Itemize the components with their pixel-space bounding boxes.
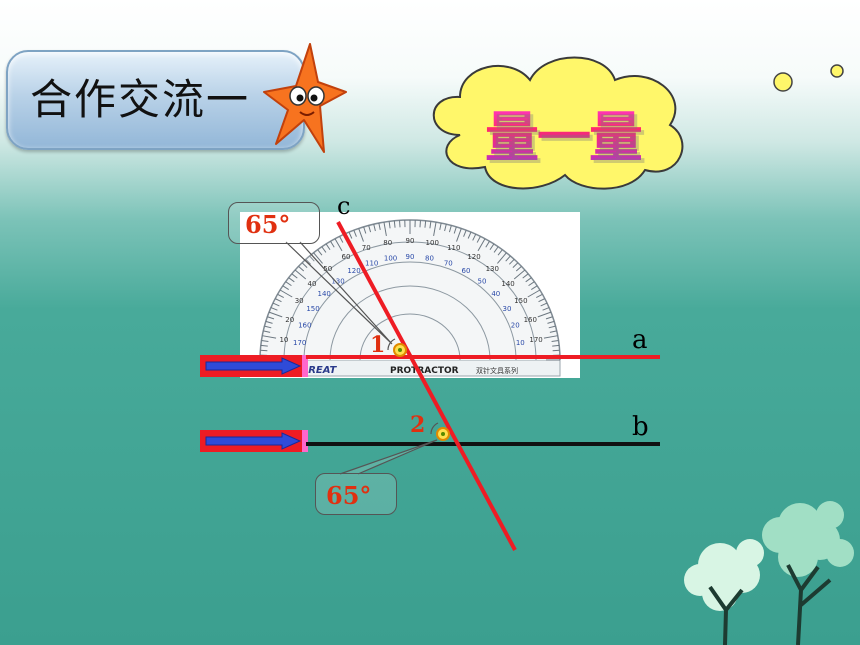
protractor-inner-tick-label: 130 <box>331 277 344 285</box>
protractor-outer-tick-label: 130 <box>486 265 499 273</box>
protractor-inner-tick-label: 120 <box>347 267 360 275</box>
protractor-outer-tick-label: 40 <box>307 280 316 288</box>
protractor-outer-tick-label: 60 <box>342 253 351 261</box>
label-a: a <box>632 325 648 355</box>
protractor-inner-tick-label: 10 <box>516 339 525 347</box>
cloud-text: 量一量 <box>485 93 643 172</box>
arrow-block-b <box>200 430 308 452</box>
protractor-inner-tick-label: 80 <box>425 255 434 263</box>
protractor-inner-tick-label: 50 <box>478 277 487 285</box>
protractor-outer-tick-label: 80 <box>383 239 392 247</box>
protractor-inner-tick-label: 160 <box>298 321 311 329</box>
protractor-name: PROTRACTOR <box>390 366 459 376</box>
protractor-outer-tick-label: 30 <box>295 297 304 305</box>
protractor-inner-tick-label: 90 <box>406 253 415 261</box>
protractor-outer-tick-label: 160 <box>524 316 537 324</box>
callout-bottom <box>315 473 397 515</box>
starfish-icon <box>263 43 347 153</box>
protractor-brand: GREAT <box>300 365 338 376</box>
callout-pointer-bottom <box>339 439 438 475</box>
label-c: c <box>337 192 351 220</box>
callout-top <box>228 202 320 244</box>
protractor-outer-tick-label: 70 <box>362 244 371 252</box>
callout-bottom-text: 65° <box>326 481 372 510</box>
protractor-inner-tick-label: 150 <box>306 305 319 313</box>
protractor-outer-tick-label: 90 <box>406 237 415 245</box>
protractor-outer-tick-label: 50 <box>323 265 332 273</box>
angle-2-label: 2 <box>410 412 426 438</box>
bubble-dots <box>773 64 844 92</box>
title-banner <box>6 50 305 150</box>
protractor-outer-tick-label: 10 <box>279 336 288 344</box>
protractor-outer-tick-label: 120 <box>467 253 480 261</box>
protractor-inner-tick-label: 30 <box>503 305 512 313</box>
protractor-inner-tick-label: 20 <box>511 321 520 329</box>
protractor-inner-tick-label: 100 <box>384 255 397 263</box>
thought-cloud <box>432 56 684 190</box>
protractor-outer-tick-label: 100 <box>426 239 439 247</box>
protractor-outer-tick-label: 110 <box>447 244 460 252</box>
protractor-inner-tick-label: 170 <box>293 339 306 347</box>
protractor-inner-tick-label: 70 <box>444 259 453 267</box>
tree-decoration <box>684 501 854 645</box>
protractor-series: 双针文具系列 <box>476 366 518 375</box>
line-c <box>336 221 517 551</box>
protractor-outer-tick-label: 20 <box>285 316 294 324</box>
page-title: 合作交流一 <box>30 75 251 124</box>
protractor-inner-tick-label: 40 <box>491 290 500 298</box>
callout-pointer-top <box>285 241 393 345</box>
protractor-outer-tick-label: 140 <box>501 280 514 288</box>
label-b: b <box>632 412 649 442</box>
protractor-inner-tick-label: 110 <box>365 259 378 267</box>
arrow-block-a <box>200 355 308 377</box>
callout-top-text: 65° <box>245 210 291 239</box>
protractor-outer-tick-label: 150 <box>514 297 527 305</box>
angle-1-label: 1 <box>370 332 386 358</box>
protractor-inner-tick-label: 140 <box>318 290 331 298</box>
protractor: 1701601501401301201101009080706050403020… <box>240 212 580 378</box>
protractor-inner-tick-label: 60 <box>462 267 471 275</box>
protractor-outer-tick-label: 170 <box>529 336 542 344</box>
